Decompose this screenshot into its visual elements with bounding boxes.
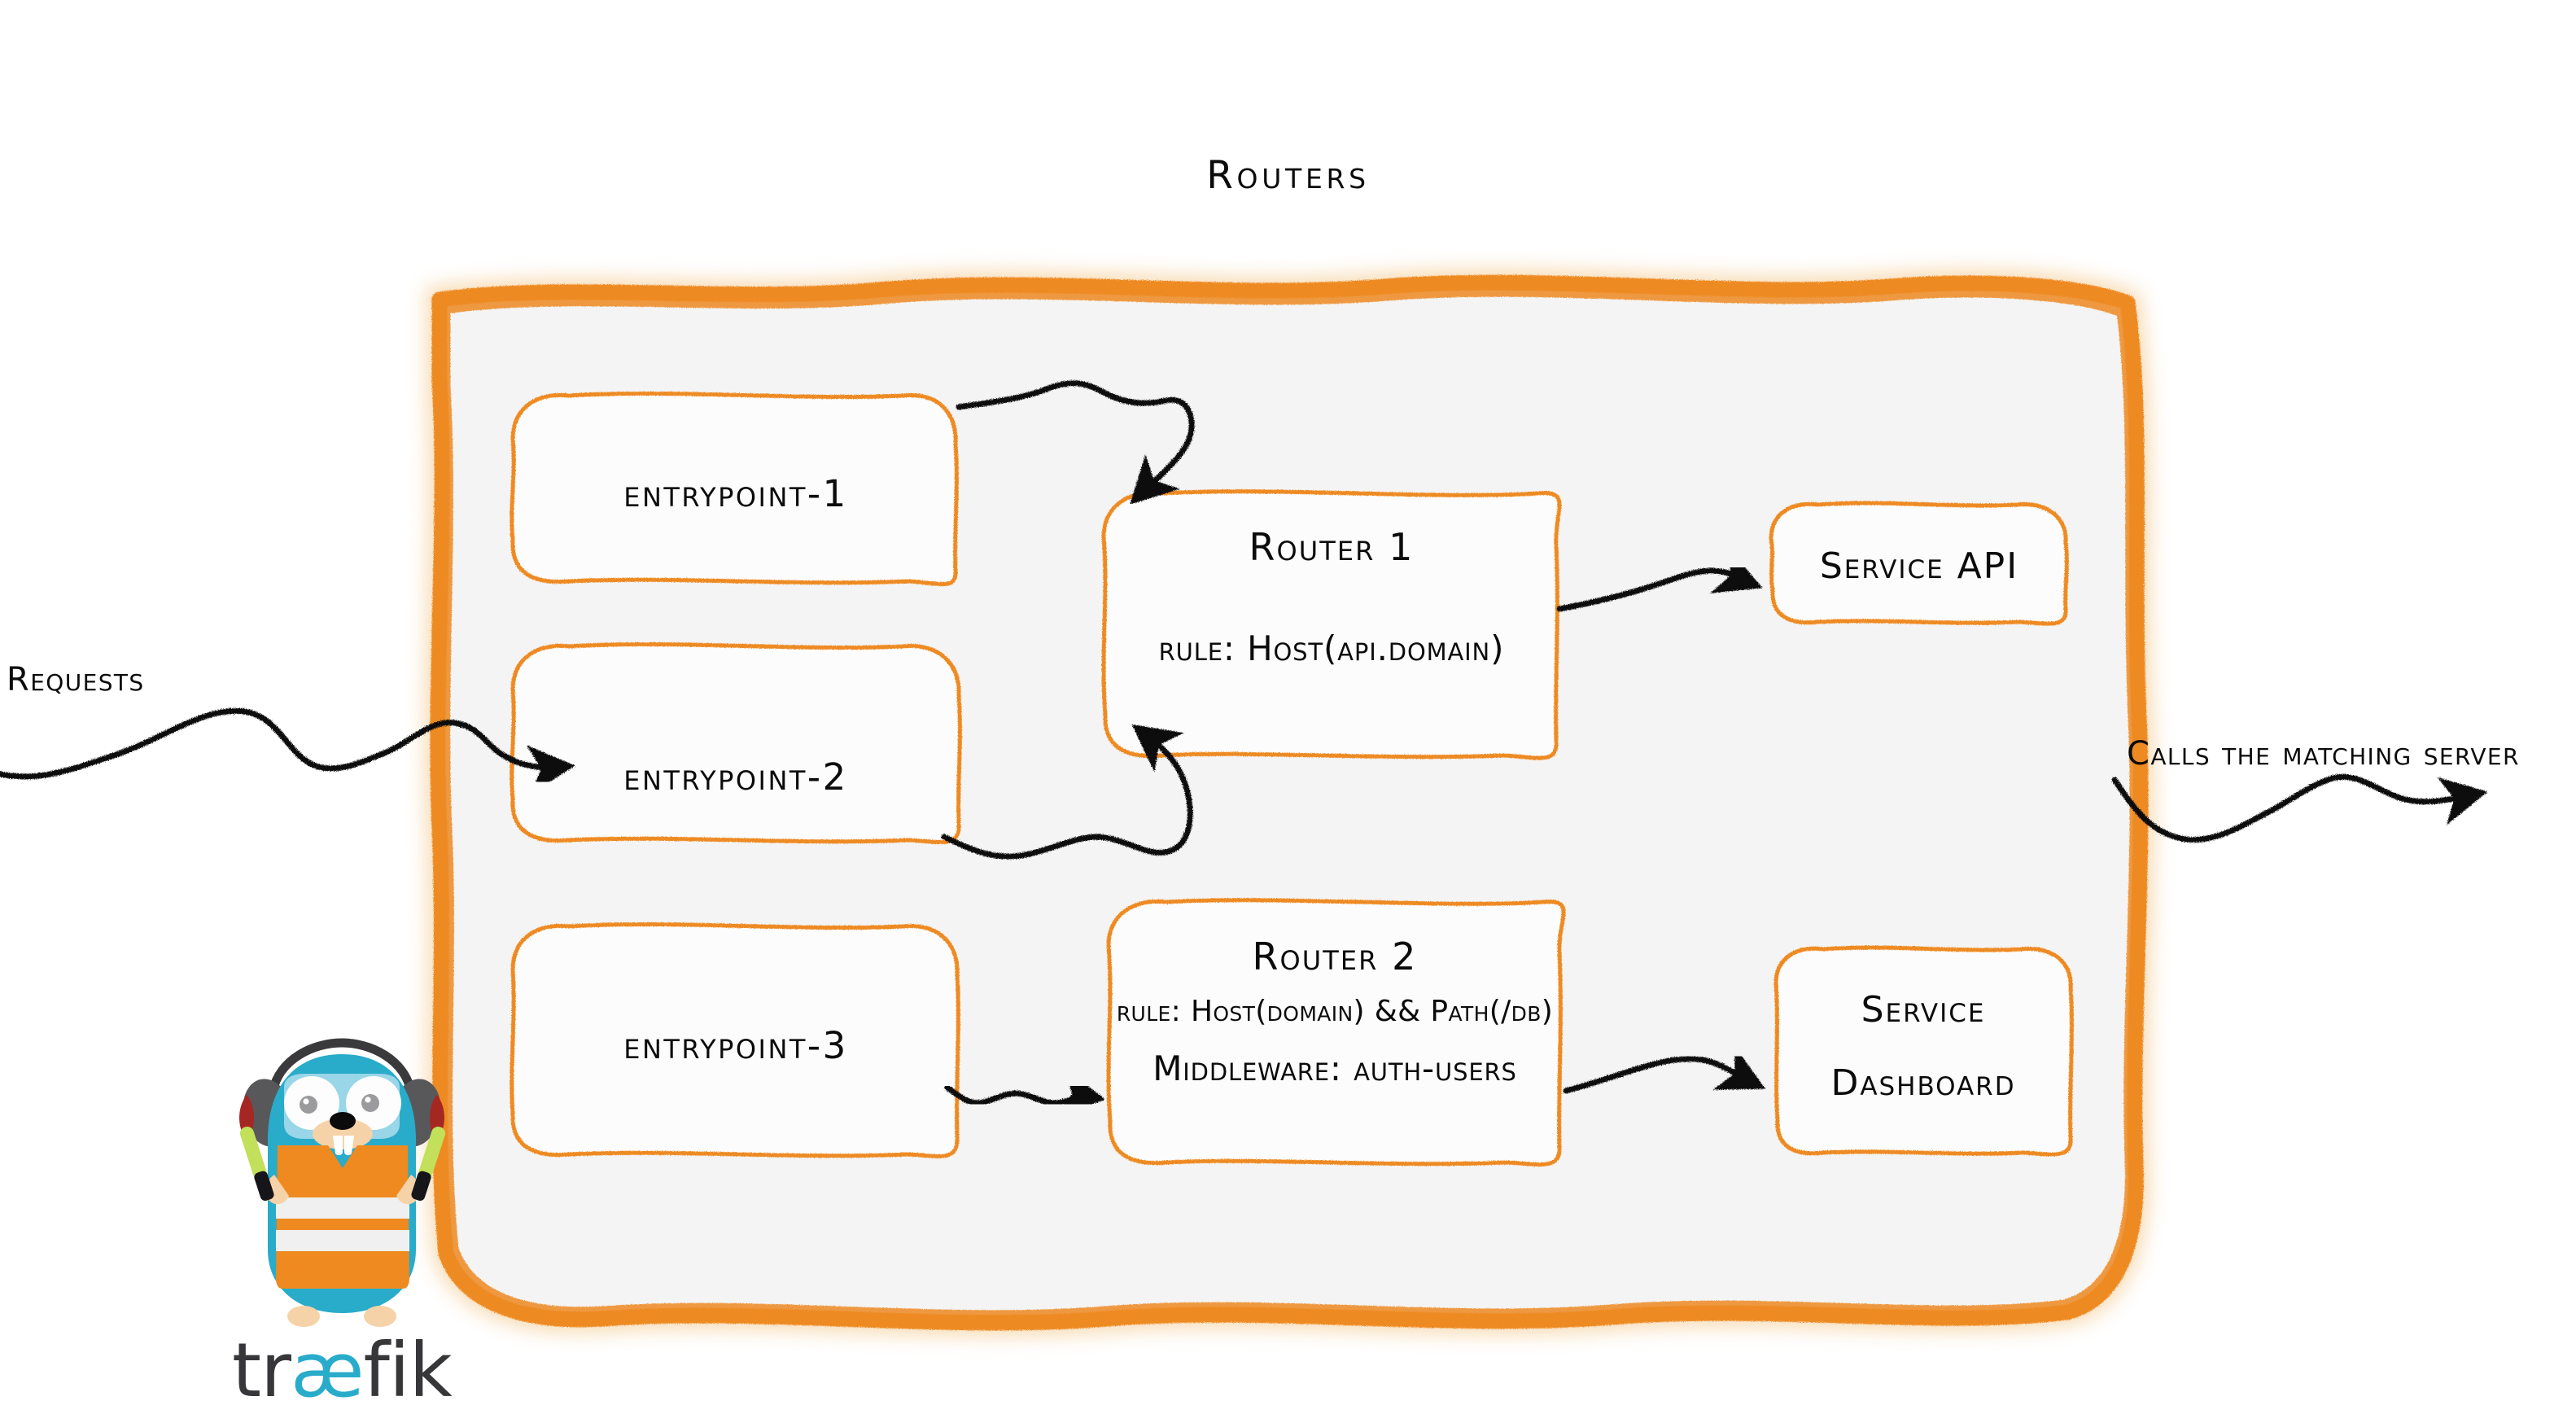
router-1-title: Router 1 bbox=[1249, 525, 1415, 569]
entrypoint-1-label: entrypoint-1 bbox=[623, 472, 848, 515]
router-2-box[interactable] bbox=[1106, 898, 1566, 1167]
entrypoint-3-label: entrypoint-3 bbox=[623, 1024, 848, 1067]
edge-router2-to-servicedashboard bbox=[1563, 1045, 1766, 1094]
router-2-title: Router 2 bbox=[1252, 935, 1418, 978]
router-2-rule: rule: Host(domain) && Path(/db) bbox=[1116, 995, 1554, 1028]
diagram-title: Routers bbox=[1206, 153, 1370, 198]
service-dashboard-label-line2: Dashboard bbox=[1830, 1062, 2016, 1104]
service-dashboard-box[interactable] bbox=[1773, 945, 2074, 1157]
entrypoint-2-box[interactable] bbox=[510, 641, 962, 844]
service-api-box[interactable] bbox=[1769, 501, 2069, 626]
entrypoint-1-box[interactable] bbox=[510, 391, 959, 586]
entrypoint-2-label: entrypoint-2 bbox=[623, 755, 848, 799]
router-1-rule: rule: Host(api.domain) bbox=[1158, 628, 1505, 668]
router-2-middleware: Middleware: auth-users bbox=[1152, 1048, 1517, 1088]
edge-entrypoint1-to-router1 bbox=[956, 380, 1195, 505]
service-dashboard-label-line1: Service bbox=[1861, 989, 1986, 1031]
edge-entrypoint3-to-router2 bbox=[944, 1067, 1106, 1117]
traefik-gopher-icon bbox=[239, 1038, 446, 1327]
edge-requests-to-container bbox=[0, 707, 575, 795]
edge-entrypoint2-to-router1 bbox=[941, 724, 1193, 860]
edge-router1-to-serviceapi bbox=[1556, 547, 1763, 612]
router-1-box[interactable] bbox=[1101, 489, 1562, 760]
entrypoint-3-box[interactable] bbox=[510, 922, 960, 1158]
edge-container-to-calls bbox=[2111, 773, 2488, 843]
service-api-label: Service API bbox=[1819, 545, 2019, 587]
